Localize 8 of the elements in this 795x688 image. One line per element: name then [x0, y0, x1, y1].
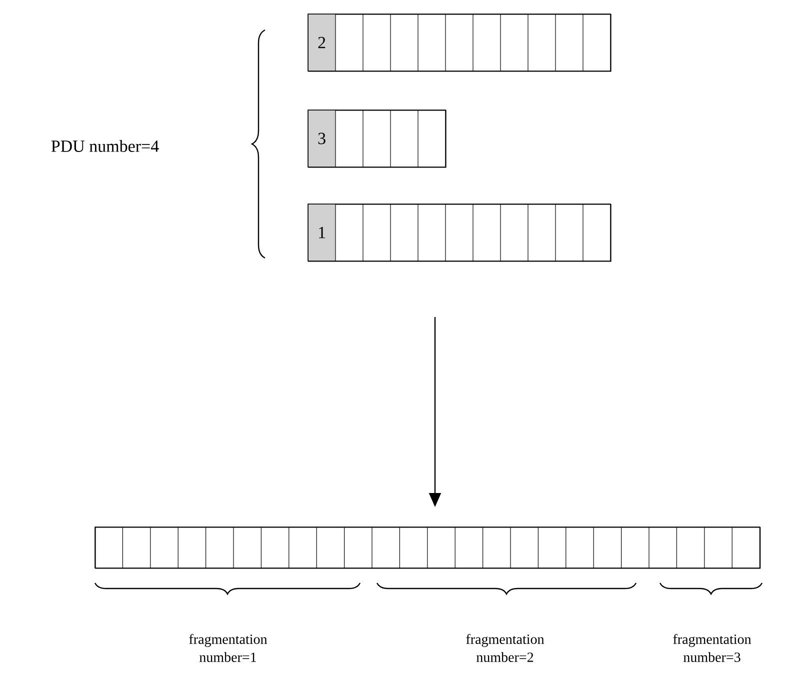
packet-bar [94, 526, 761, 569]
brace-label: fragmentation number=1 [189, 634, 268, 662]
brace-label: PDU number=4 [51, 140, 159, 152]
packet-bar: 1 [308, 204, 612, 262]
packet-bar: 3 [308, 110, 446, 168]
packet-bar: 2 [308, 14, 612, 72]
brace-label: fragmentation number=3 [673, 634, 752, 662]
brace-label: fragmentation number=2 [466, 634, 544, 662]
